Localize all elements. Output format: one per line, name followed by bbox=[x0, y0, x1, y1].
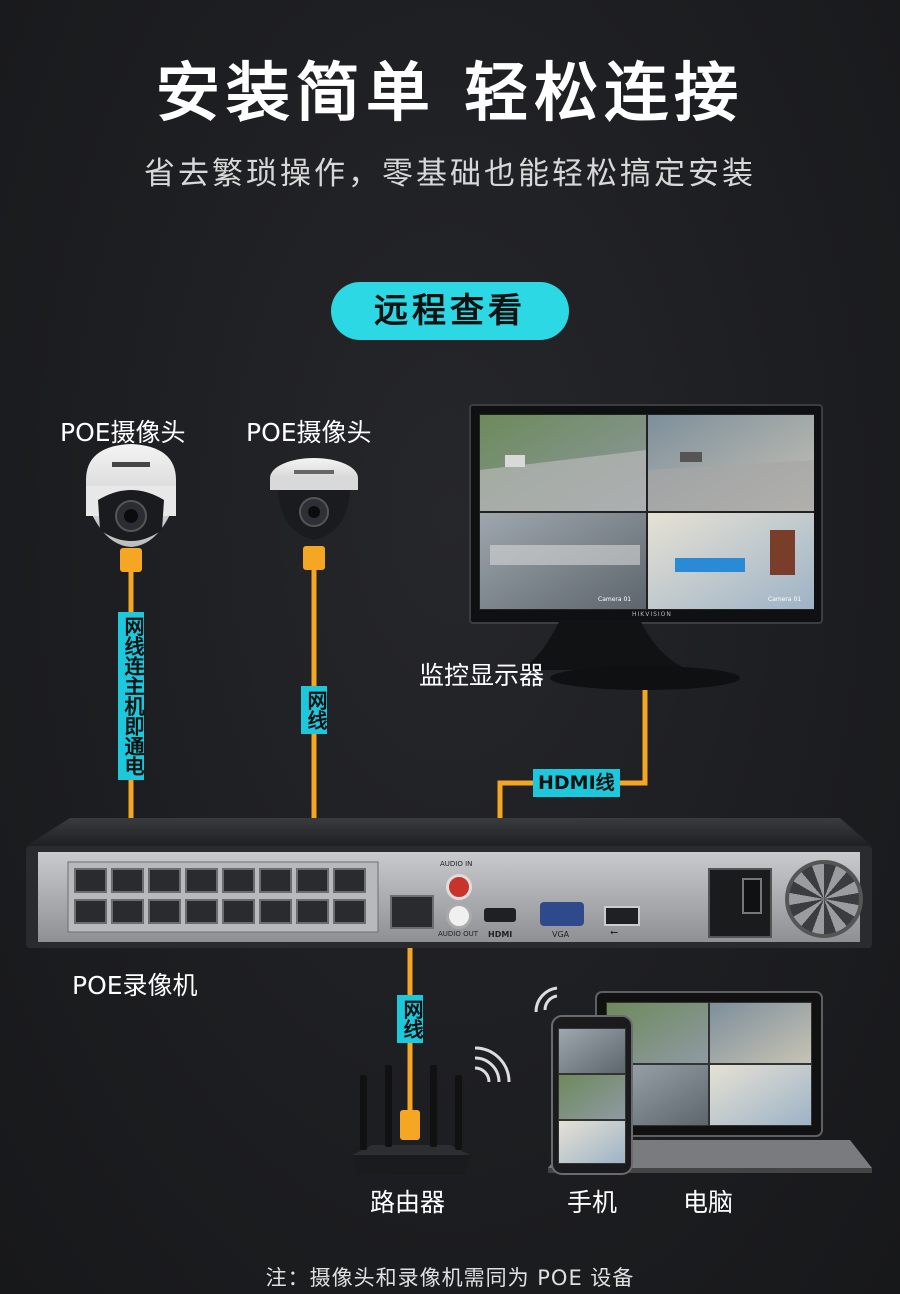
monitor bbox=[469, 404, 823, 690]
poe-port[interactable] bbox=[74, 899, 107, 924]
poe-port[interactable] bbox=[222, 868, 255, 893]
audio-out-label: AUDIO OUT bbox=[438, 930, 479, 938]
audio-in-label: AUDIO IN bbox=[440, 860, 473, 868]
audio-in-jack[interactable] bbox=[446, 874, 472, 900]
audio-out-jack[interactable] bbox=[446, 903, 472, 929]
poe-port[interactable] bbox=[259, 868, 292, 893]
poe-port[interactable] bbox=[185, 868, 218, 893]
phone-label: 手机 bbox=[567, 1188, 618, 1217]
camera-2-label: POE摄像头 bbox=[246, 418, 372, 447]
poe-port[interactable] bbox=[333, 868, 366, 893]
power-switch[interactable] bbox=[742, 878, 762, 914]
camera-osd-label: Camera 01 bbox=[598, 596, 632, 603]
poe-port[interactable] bbox=[74, 868, 107, 893]
power-socket[interactable] bbox=[708, 868, 772, 938]
nvr-poe-port-block bbox=[74, 868, 372, 926]
poe-camera-2 bbox=[270, 458, 358, 540]
vga-port-label: VGA bbox=[552, 930, 570, 939]
hdmi-port[interactable] bbox=[484, 908, 516, 922]
usb-port[interactable] bbox=[604, 906, 640, 926]
camera-osd-label: Camera 01 bbox=[768, 596, 802, 603]
router-label: 路由器 bbox=[370, 1188, 446, 1217]
camera-1-label: POE摄像头 bbox=[60, 418, 186, 447]
monitor-label: 监控显示器 bbox=[419, 661, 545, 690]
router-cable-label: 网线 bbox=[397, 995, 424, 1043]
remote-view-badge: 远程查看 bbox=[331, 282, 569, 340]
camera-1-cable-label: 网线连主机即通电 bbox=[118, 612, 145, 780]
poe-port[interactable] bbox=[296, 899, 329, 924]
vga-port[interactable] bbox=[540, 902, 584, 926]
monitor-brand: HIKVISION bbox=[632, 611, 672, 618]
page-title: 安装简单 轻松连接 bbox=[155, 57, 745, 131]
cooling-fan-icon bbox=[785, 860, 863, 938]
poe-port[interactable] bbox=[111, 868, 144, 893]
poe-port[interactable] bbox=[222, 899, 255, 924]
usb-icon: ⭠ bbox=[610, 927, 618, 938]
page-subtitle: 省去繁琐操作，零基础也能轻松搞定安装 bbox=[144, 156, 756, 192]
smartphone bbox=[534, 986, 633, 1175]
poe-port[interactable] bbox=[259, 899, 292, 924]
router bbox=[352, 1046, 511, 1175]
lan-port[interactable] bbox=[390, 895, 434, 929]
poe-port[interactable] bbox=[296, 868, 329, 893]
footer-note: 注：摄像头和录像机需同为 POE 设备 bbox=[265, 1266, 635, 1290]
laptop bbox=[548, 991, 872, 1173]
hdmi-cable-label: HDMI线 bbox=[533, 769, 620, 797]
nvr-label: POE录像机 bbox=[72, 971, 198, 1000]
poe-port[interactable] bbox=[333, 899, 366, 924]
poe-port[interactable] bbox=[185, 899, 218, 924]
poe-port[interactable] bbox=[111, 899, 144, 924]
pc-label: 电脑 bbox=[683, 1188, 734, 1217]
poe-camera-1 bbox=[86, 444, 176, 547]
poe-port[interactable] bbox=[148, 899, 181, 924]
camera-2-cable-label: 网线 bbox=[301, 686, 328, 734]
poe-port[interactable] bbox=[148, 868, 181, 893]
hdmi-port-label: HDMI bbox=[488, 930, 513, 939]
